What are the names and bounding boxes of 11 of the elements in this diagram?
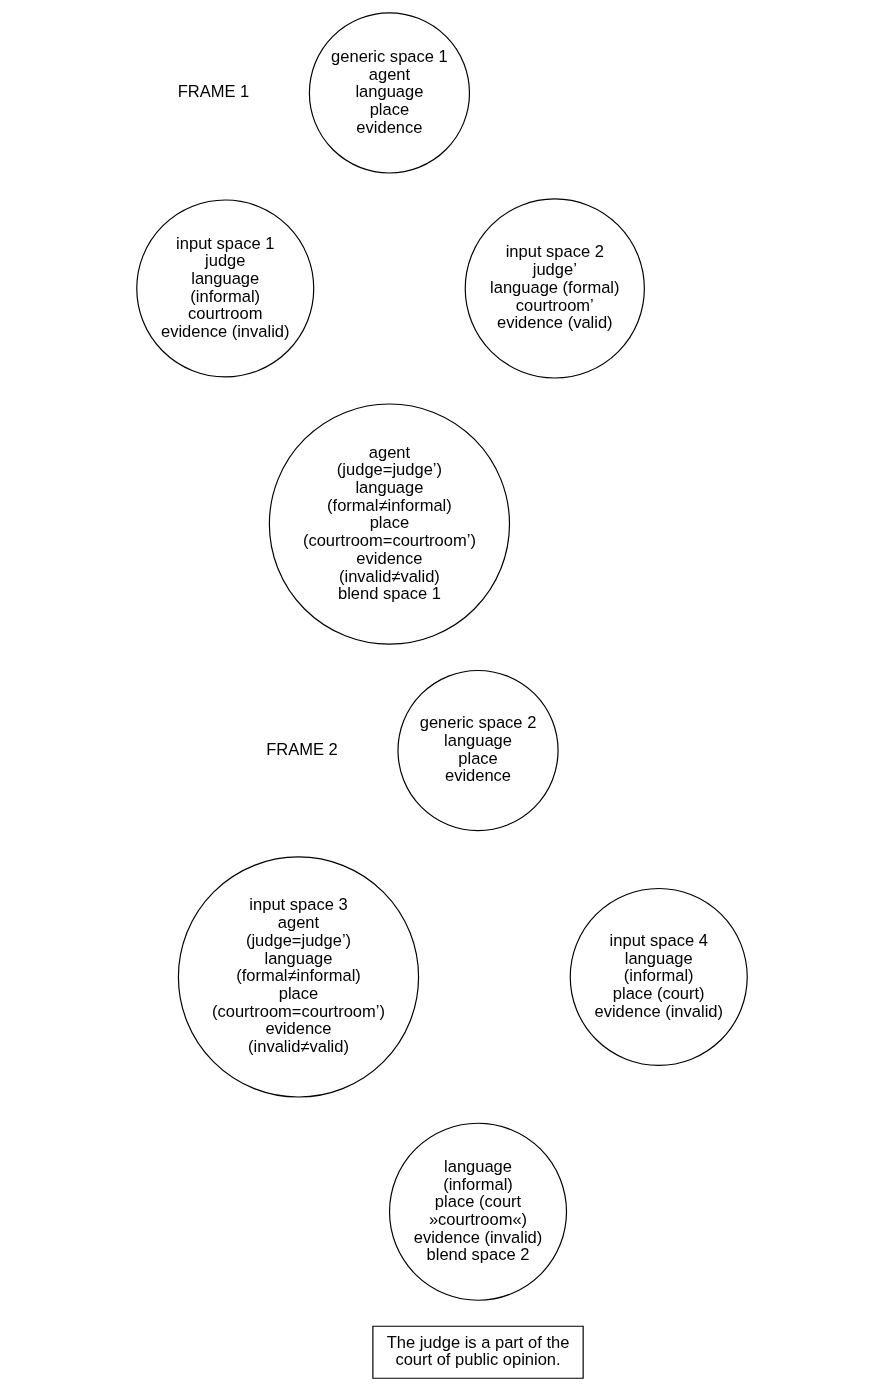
node-circle: agent (judge=judge’) language (formal≠informal) place (courtroom=courtroom’) evidence (invalid≠valid) blend space 1: [268, 403, 510, 645]
node-box: The judge is a part of the court of public opinion.: [371, 1325, 584, 1379]
label: FRAME 1: [177, 82, 249, 102]
node-circle: generic space 2 language place evidence: [396, 669, 559, 832]
node-circle: input space 1 judge language (informal) courtroom evidence (invalid): [135, 199, 314, 378]
label: FRAME 2: [265, 739, 338, 759]
node-circle: input space 2 judge’ language (formal) courtroom’ evidence (valid): [464, 198, 645, 379]
node-circle: language (informal) place (court »courtroom«) evidence (invalid) blend space 2: [388, 1122, 567, 1301]
node-circle: input space 4 language (informal) place (court) evidence (invalid): [569, 887, 748, 1067]
node-circle: input space 3 agent (judge=judge’) language (formal≠informal) place (courtroom=courtroom’) evidence (invalid≠valid): [177, 856, 419, 1098]
node-circle: generic space 1 agent language place evidence: [308, 12, 470, 174]
